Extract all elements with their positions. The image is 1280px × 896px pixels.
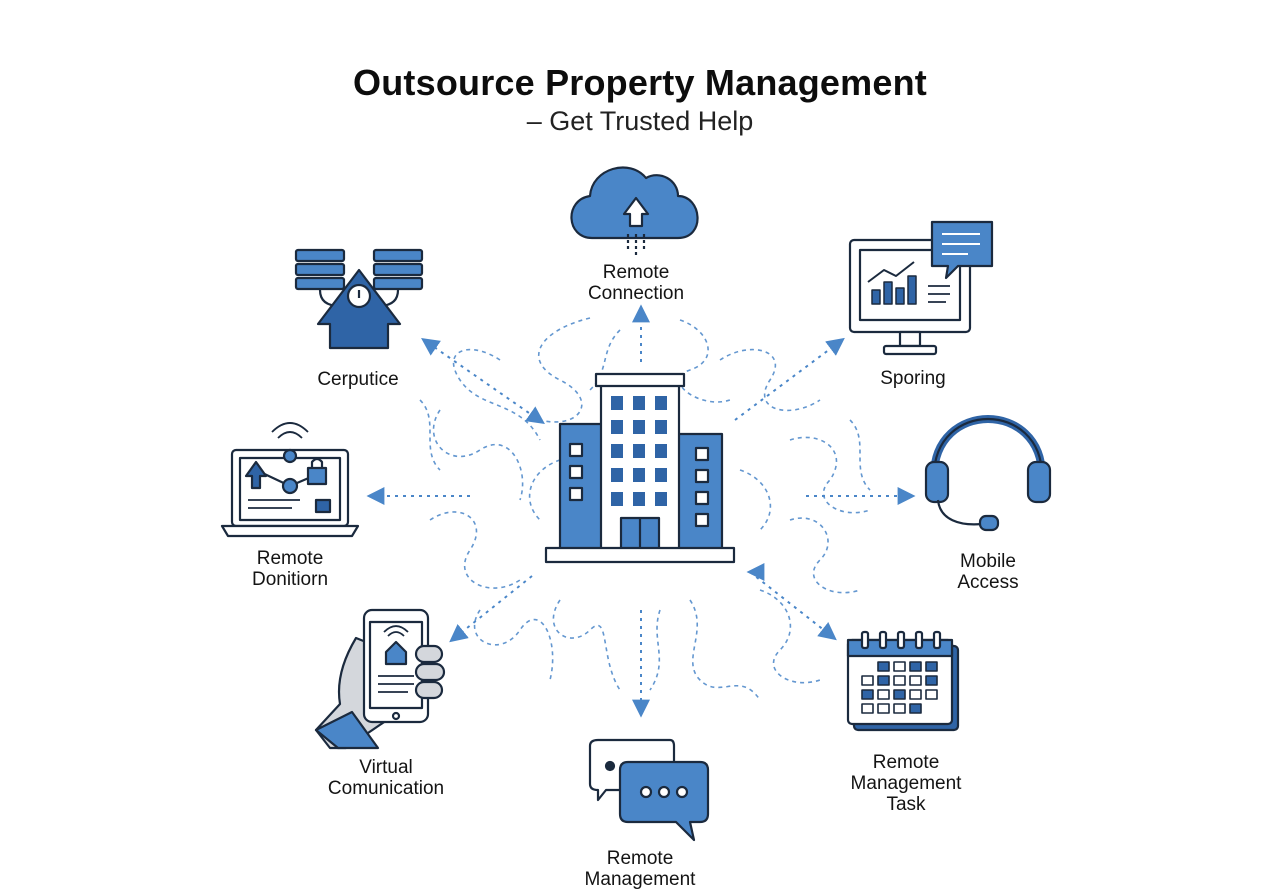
chat-bubbles-icon bbox=[588, 738, 710, 842]
node-label-remote-donitiorn: Remote Donitiorn bbox=[251, 548, 329, 590]
hand-phone-icon bbox=[314, 608, 446, 750]
laptop-network-icon bbox=[220, 422, 360, 538]
node-label-remote-connection: Remote Connection bbox=[587, 262, 685, 304]
cloud-upload-icon bbox=[570, 166, 699, 256]
node-label-sporing: Sporing bbox=[880, 368, 946, 389]
connector-arrows bbox=[366, 304, 916, 718]
calendar-icon bbox=[846, 630, 960, 732]
page-title: Outsource Property Management bbox=[353, 62, 927, 103]
node-label-remote-management-task: Remote Management Task bbox=[850, 752, 962, 815]
node-label-mobile-access: Mobile Access bbox=[957, 551, 1019, 593]
node-label-cerputice: Cerputice bbox=[317, 369, 399, 390]
swirl-lines bbox=[419, 317, 871, 701]
monitor-chart-icon bbox=[848, 220, 994, 356]
node-label-virtual-comunication: Virtual Comunication bbox=[327, 757, 445, 799]
office-building-icon bbox=[544, 372, 736, 564]
server-house-icon bbox=[294, 248, 424, 350]
node-label-remote-management: Remote Management bbox=[584, 848, 696, 890]
headset-icon bbox=[924, 415, 1052, 532]
page-subtitle: – Get Trusted Help bbox=[526, 106, 754, 136]
